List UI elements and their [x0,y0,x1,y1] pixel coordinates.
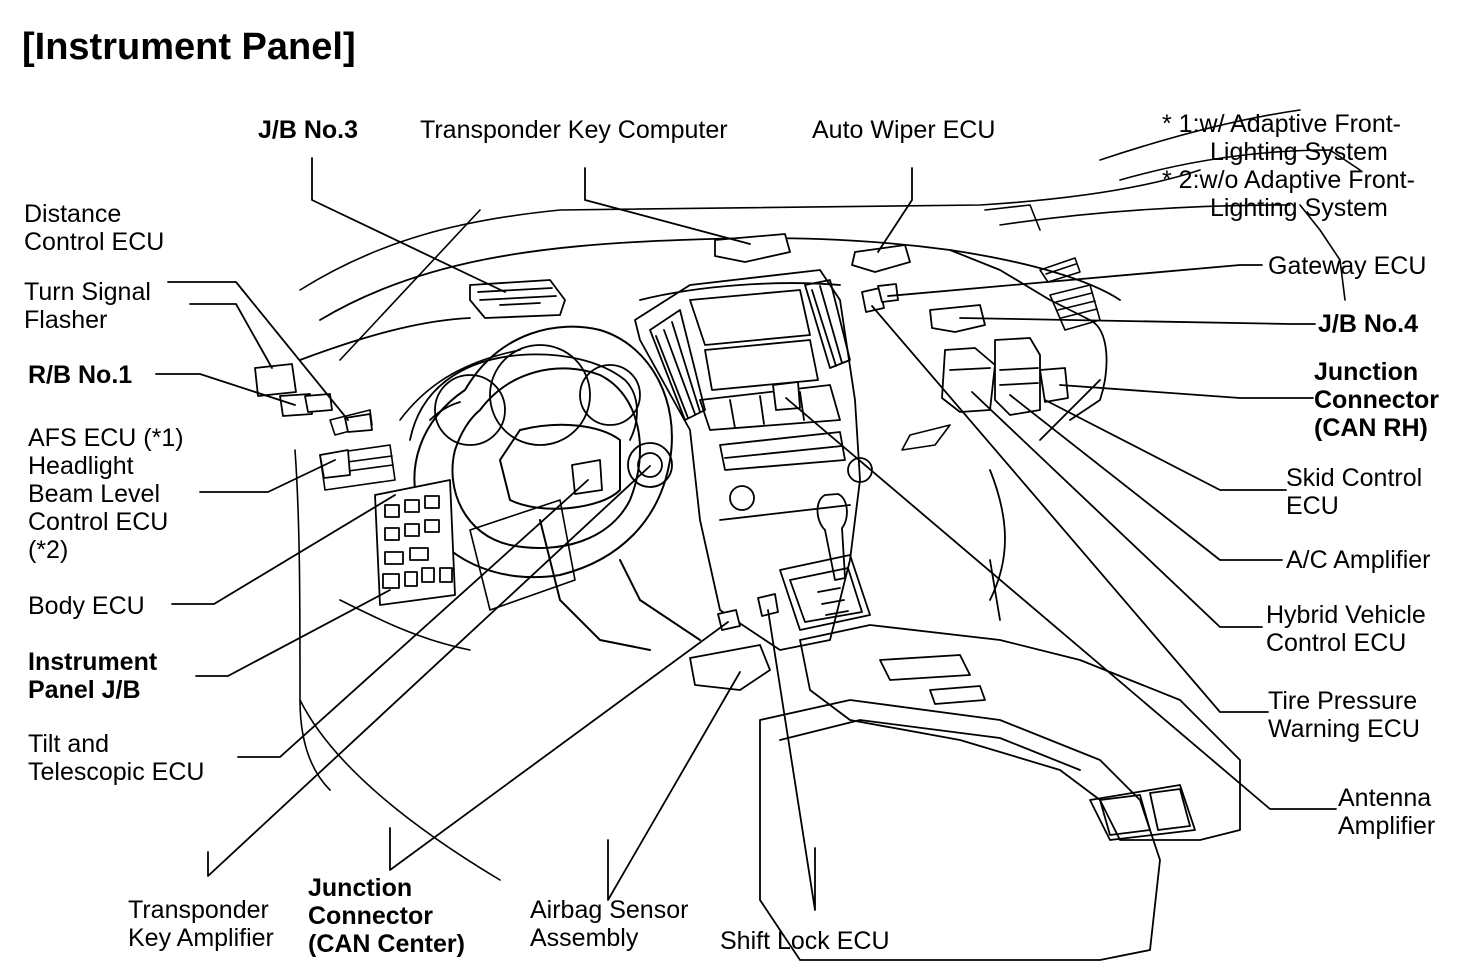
label-turn-signal-flasher: Turn Signal Flasher [24,278,151,334]
label-afs-line4: Control ECU [28,508,169,536]
dashboard-top [300,238,1120,440]
label-antenna-amplifier: Antenna Amplifier [1338,784,1435,840]
label-turn-line2: Flasher [24,306,108,334]
label-auto-wiper-ecu: Auto Wiper ECU [812,116,996,144]
label-tpw-line1: Tire Pressure [1268,687,1418,715]
center-console [760,470,1240,960]
label-skid-line2: ECU [1286,492,1339,520]
label-jcrh-line3: (CAN RH) [1314,414,1428,442]
label-skid-control-ecu: Skid Control ECU [1286,464,1422,520]
note1-line1: * 1:w/ Adaptive Front- [1162,110,1402,138]
label-transponder-key-computer: Transponder Key Computer [420,116,728,144]
label-ac-amplifier: A/C Amplifier [1286,546,1431,574]
note2-line2: Lighting System [1210,194,1388,222]
windshield-outline [300,110,1360,360]
label-antenna-line1: Antenna [1338,784,1432,812]
label-tilt-line1: Tilt and [28,730,110,758]
label-airbag-sensor-assembly: Airbag Sensor Assembly [530,896,688,952]
label-distance-line2: Control ECU [24,228,165,256]
page-title: [Instrument Panel] [22,26,356,68]
shift-console [780,494,870,630]
note2-line1: * 2:w/o Adaptive Front- [1162,166,1415,194]
label-antenna-line2: Amplifier [1338,812,1436,840]
label-instrument-panel-jb: Instrument Panel J/B [28,648,157,704]
label-afs-line3: Beam Level [28,480,161,508]
steering-wheel [414,327,700,650]
label-distance-line1: Distance [24,200,122,228]
label-gateway-ecu: Gateway ECU [1268,252,1427,280]
label-tilt-telescopic-ecu: Tilt and Telescopic ECU [28,730,204,786]
label-hybrid-vehicle-control-ecu: Hybrid Vehicle Control ECU [1266,601,1426,657]
instrument-cluster [410,345,640,445]
label-jb3: J/B No.3 [258,116,359,144]
label-ipjb-line1: Instrument [28,648,158,676]
label-rb1: R/B No.1 [28,361,133,389]
label-airbag-line2: Assembly [530,924,639,952]
label-tire-pressure-warning-ecu: Tire Pressure Warning ECU [1268,687,1420,743]
label-jcc-line3: (CAN Center) [308,930,465,958]
label-afs-ecu: AFS ECU (*1) Headlight Beam Level Contro… [28,424,184,564]
label-distance-control-ecu: Distance Control ECU [24,200,164,256]
label-tka-line2: Key Amplifier [128,924,274,952]
note-afs-with: * 1:w/ Adaptive Front- Lighting System [1162,110,1401,166]
label-skid-line1: Skid Control [1286,464,1423,492]
label-jb4: J/B No.4 [1318,310,1419,338]
label-junction-connector-center: Junction Connector (CAN Center) [308,874,465,958]
label-ipjb-line2: Panel J/B [28,676,141,704]
label-jcc-line2: Connector [308,902,433,930]
label-shift-lock-ecu: Shift Lock ECU [720,927,890,955]
label-jcc-line1: Junction [308,874,413,902]
label-hv-line2: Control ECU [1266,629,1407,657]
ignition-switch [628,443,672,487]
label-afs-line2: Headlight [28,452,134,480]
label-jcrh-line2: Connector [1314,386,1439,414]
label-tka-line1: Transponder [128,896,269,924]
label-transponder-key-amplifier: Transponder Key Amplifier [128,896,274,952]
label-turn-line1: Turn Signal [24,278,151,306]
label-airbag-line1: Airbag Sensor [530,896,689,924]
label-afs-line1: AFS ECU (*1) [28,424,184,452]
label-afs-line5: (*2) [28,536,69,564]
label-body-ecu: Body ECU [28,592,145,620]
label-hv-line1: Hybrid Vehicle [1266,601,1426,629]
left-panel [295,350,575,880]
label-jcrh-line1: Junction [1314,358,1419,386]
leader-lines [156,158,1336,910]
note-afs-without: * 2:w/o Adaptive Front- Lighting System [1162,166,1415,222]
note1-line2: Lighting System [1210,138,1388,166]
label-junction-connector-rh: Junction Connector (CAN RH) [1314,358,1439,442]
label-tilt-line2: Telescopic ECU [28,758,205,786]
label-tpw-line2: Warning ECU [1268,715,1420,743]
component-boxes [255,234,1068,690]
